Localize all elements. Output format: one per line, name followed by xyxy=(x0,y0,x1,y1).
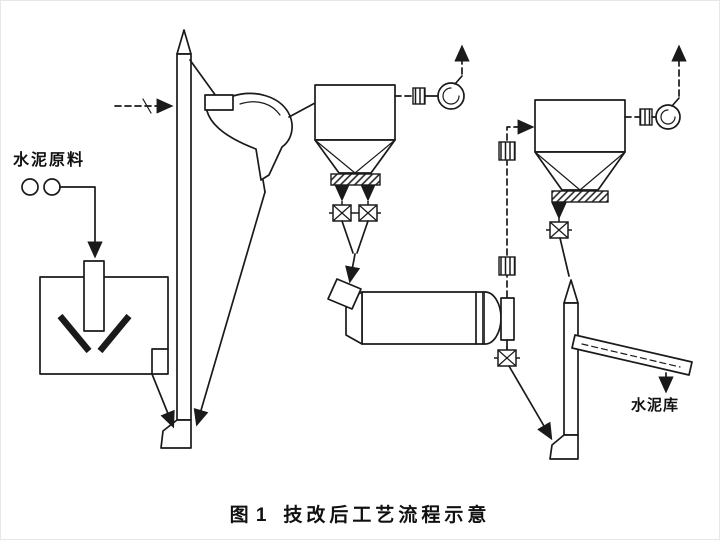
elevator1-to-separator-line xyxy=(189,59,217,97)
collector2-to-elevator2-line xyxy=(559,237,570,277)
separator-return-line xyxy=(193,191,266,427)
dust-collector-2 xyxy=(534,99,626,277)
bucket-elevator-2 xyxy=(549,279,579,460)
exhaust-fan-2 xyxy=(624,44,687,130)
collector1-hopper-line-l xyxy=(314,139,356,174)
mill-cone-right xyxy=(97,313,132,354)
collector2-hopper-line-r xyxy=(579,151,626,191)
mill-feed-pipe xyxy=(83,260,105,332)
collector2-hopper xyxy=(534,151,626,191)
ball-mill-feed-chute xyxy=(327,278,362,310)
feed-line-arrow xyxy=(59,186,103,259)
gas-inlet-damper-tick xyxy=(142,98,152,114)
mill-to-elevator2-line xyxy=(508,365,553,441)
rotary-feeder-mill xyxy=(493,345,521,367)
pneumatic-riser-duct xyxy=(498,119,535,298)
fan2-impeller-spiral xyxy=(660,109,676,125)
raw-mill xyxy=(39,260,169,375)
bucket-elevator-1 xyxy=(160,29,192,449)
mill-cone-left xyxy=(57,313,92,354)
mill-to-elevator-line xyxy=(151,373,175,429)
fan2-outlet xyxy=(671,97,680,107)
rotary-feeder-2 xyxy=(545,217,573,239)
riser-coupling-lower xyxy=(498,256,516,276)
fan1-casing xyxy=(437,82,465,110)
elevator2-head xyxy=(563,279,579,304)
collector2-hopper-line-l xyxy=(534,151,581,191)
rotary-feeder-1b xyxy=(354,200,382,222)
elevator1-boot xyxy=(160,419,192,449)
feed-roller-right xyxy=(43,178,61,196)
figure-caption-number: 图 1 xyxy=(229,505,268,526)
chute-body xyxy=(571,334,693,376)
fan1-outlet xyxy=(454,75,463,85)
raw-material-rollers xyxy=(21,178,103,259)
converge-line-left xyxy=(341,220,354,254)
collector1-screw xyxy=(330,173,381,186)
collector1-box xyxy=(314,84,396,141)
converge-to-mill-arrow xyxy=(345,253,361,284)
collector2-box xyxy=(534,99,626,153)
converge-line-right xyxy=(356,220,369,254)
fan2-coupling xyxy=(639,108,653,126)
air-separator xyxy=(204,92,293,181)
collector2-screw xyxy=(551,190,609,203)
separator-outlet-line xyxy=(262,179,266,193)
separator-to-collector-duct xyxy=(288,102,316,118)
raw-material-label: 水泥原料 xyxy=(13,152,86,169)
mill-outlet-step xyxy=(151,348,169,375)
ball-mill-shell xyxy=(361,291,486,345)
ball-mill-discharge-valve xyxy=(493,339,553,441)
rotary-feeder-1a xyxy=(328,200,356,222)
separator-inlet-cap xyxy=(204,94,234,111)
gas-inlet-arrow xyxy=(114,98,174,114)
separator-inner-line xyxy=(239,101,281,116)
riser-coupling-upper xyxy=(498,141,516,161)
riser-dash-3 xyxy=(506,119,535,141)
figure-caption: 图 1 技改后工艺流程示意 xyxy=(0,500,720,527)
figure-caption-title: 技改后工艺流程示意 xyxy=(283,505,491,526)
feed-roller-left xyxy=(21,178,39,196)
separator-body xyxy=(205,92,293,181)
ball-mill-end-cap xyxy=(484,291,502,345)
dust-collector-1 xyxy=(314,84,396,284)
elevator1-head xyxy=(176,29,192,55)
fan1-impeller-spiral xyxy=(442,87,460,105)
ball-mill-discharge-box xyxy=(500,297,515,341)
fan2-casing xyxy=(655,104,681,130)
ball-mill xyxy=(327,278,515,345)
collector1-hopper xyxy=(314,139,396,174)
exhaust-fan-1 xyxy=(394,44,470,110)
fan1-coupling xyxy=(412,87,426,105)
silo-chute xyxy=(571,334,693,394)
chute-flow-dashed-line xyxy=(581,343,681,368)
cement-silo-label: 水泥库 xyxy=(631,397,680,414)
elevator2-boot xyxy=(549,434,579,460)
collector1-hopper-line-r xyxy=(354,139,396,174)
elevator1-body xyxy=(176,53,192,421)
elevator2-body xyxy=(563,302,579,436)
